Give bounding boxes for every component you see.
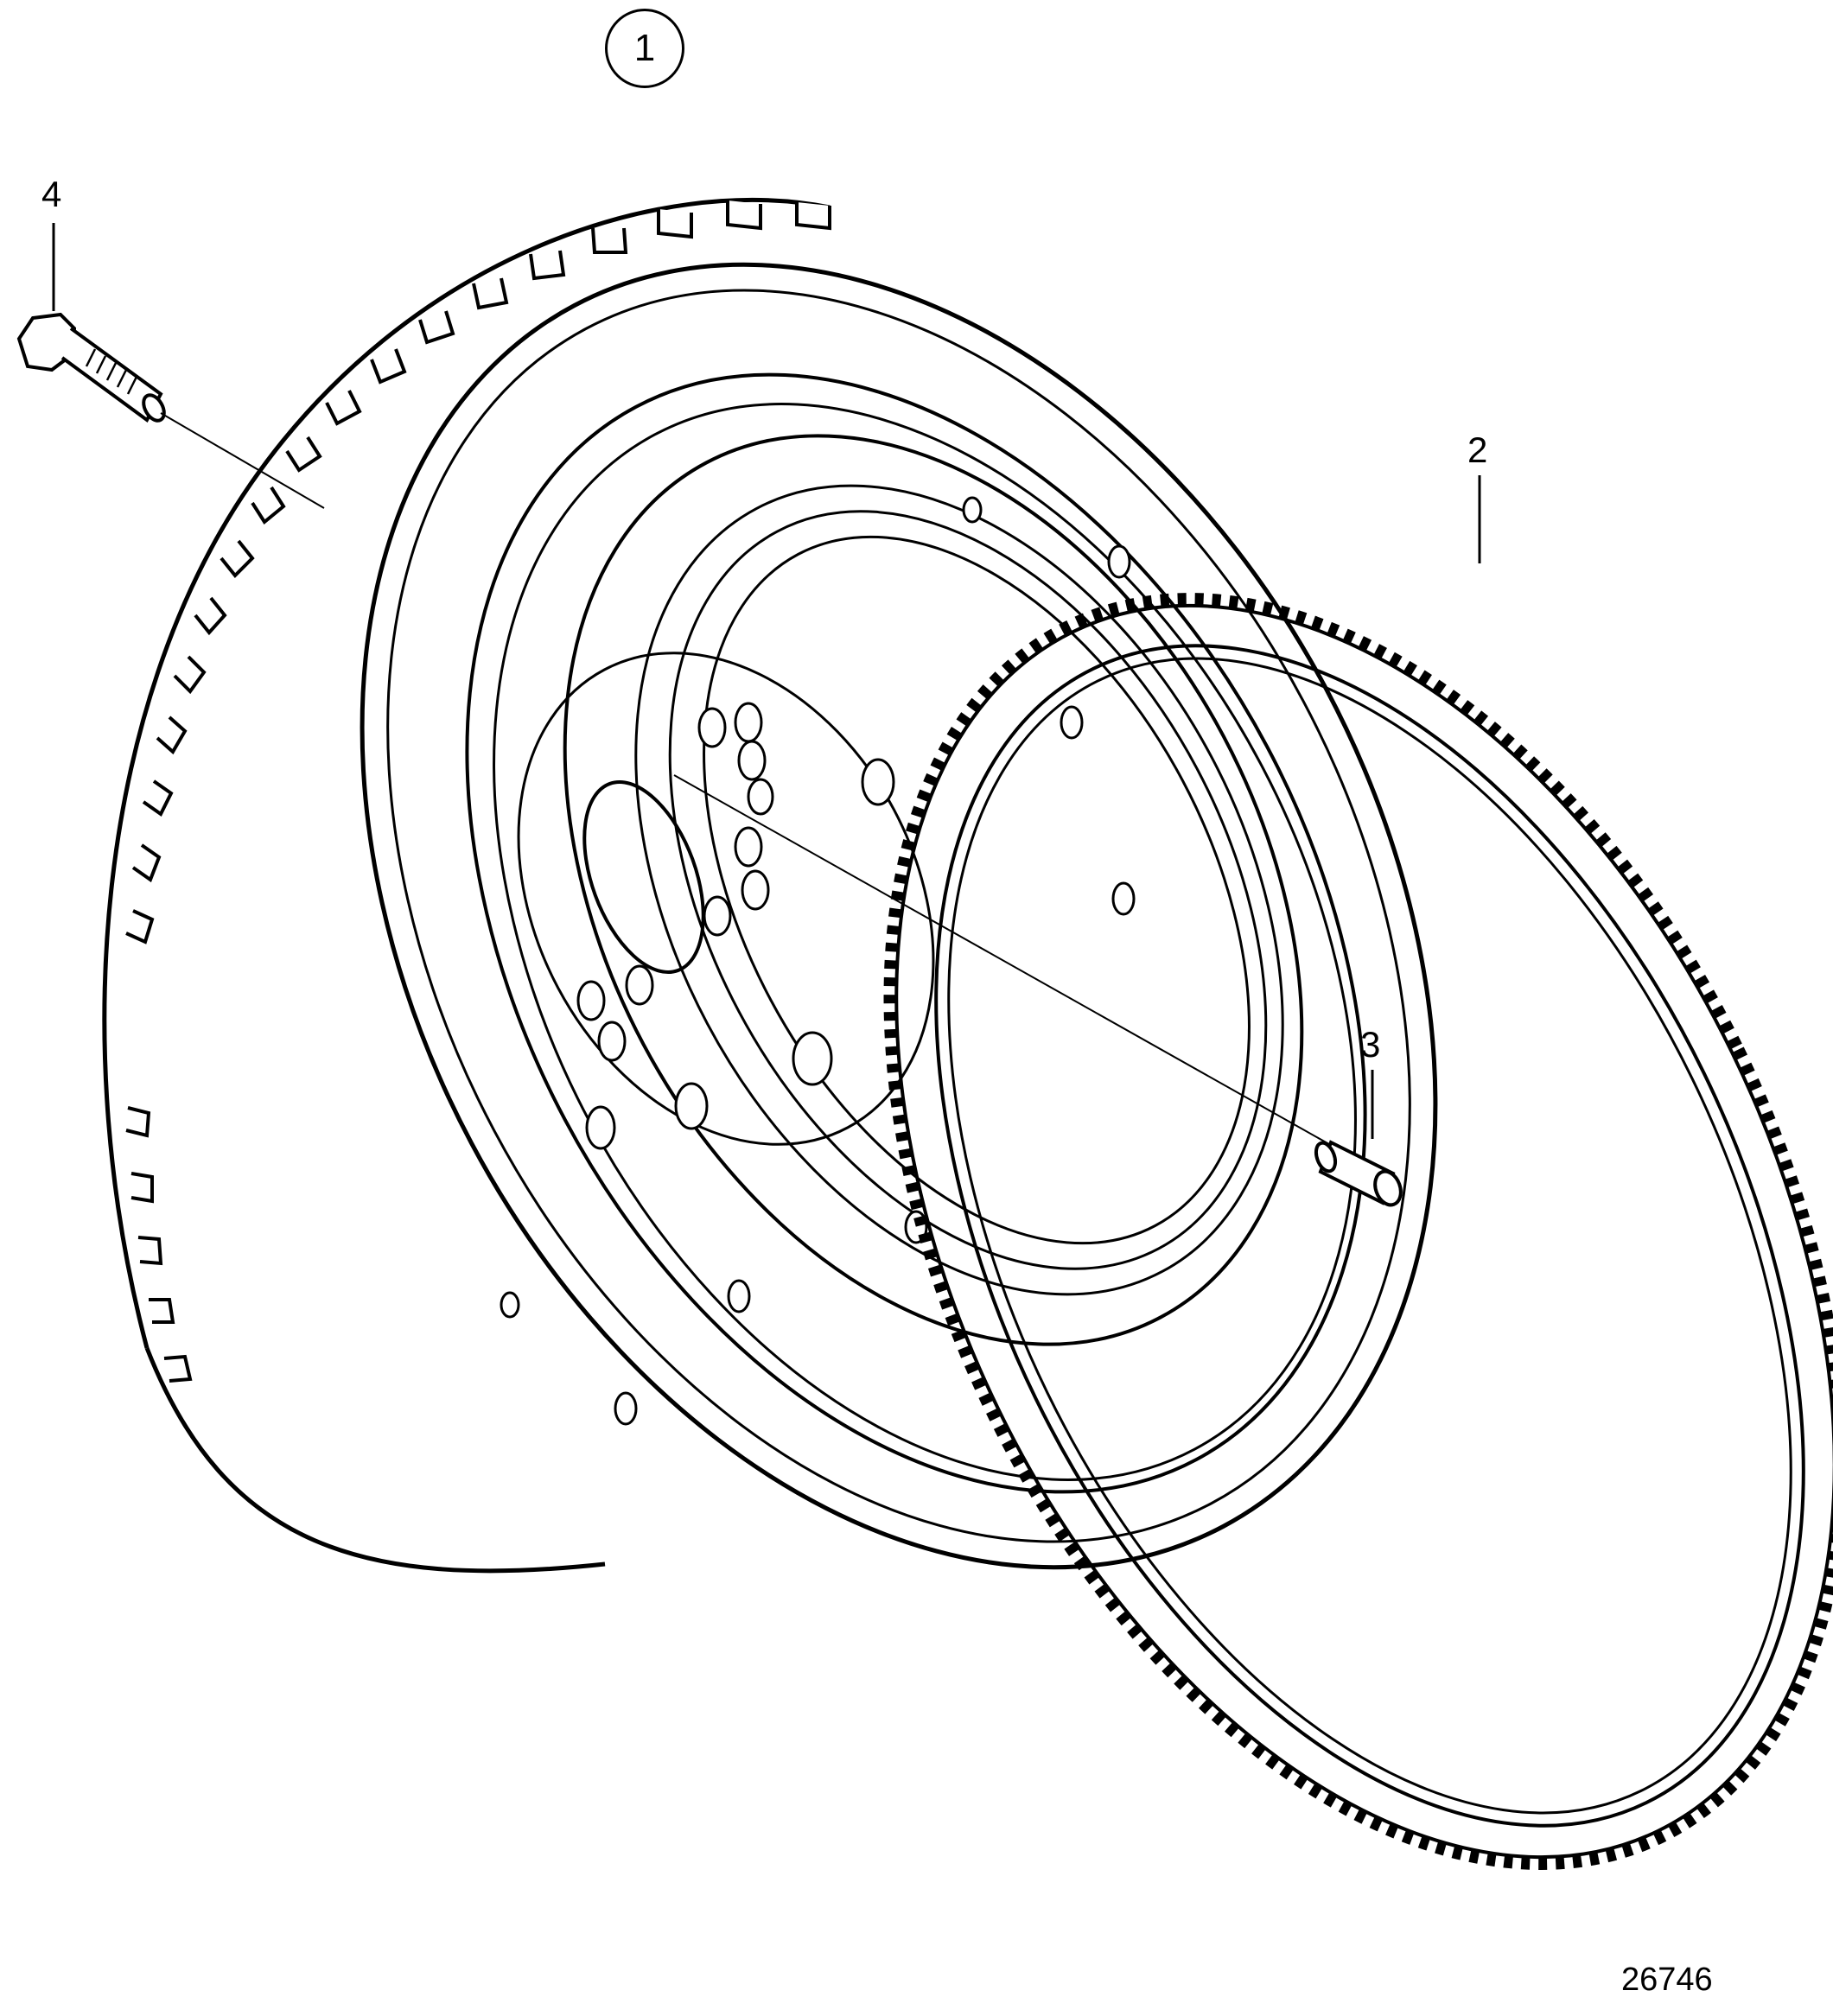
group-label: 1 bbox=[633, 27, 656, 69]
group-label-circle: 1 bbox=[605, 9, 684, 88]
pin-leader-line bbox=[673, 774, 1336, 1148]
callout-3-label: 4 bbox=[41, 174, 62, 214]
guide-pin-part bbox=[1314, 1140, 1403, 1207]
ring-gear-part bbox=[883, 593, 1833, 1870]
figure-number: 26746 bbox=[1621, 1962, 1713, 1998]
tone-wheel-slots bbox=[125, 200, 831, 1383]
callout-4-label: 3 bbox=[1360, 1024, 1381, 1065]
bolt-leader-line bbox=[160, 412, 325, 509]
bolt-holes bbox=[500, 496, 1136, 1426]
callout-2-label: 2 bbox=[1467, 429, 1488, 470]
flywheel-body bbox=[102, 197, 1438, 1574]
flywheel-bolt-part bbox=[16, 312, 166, 423]
